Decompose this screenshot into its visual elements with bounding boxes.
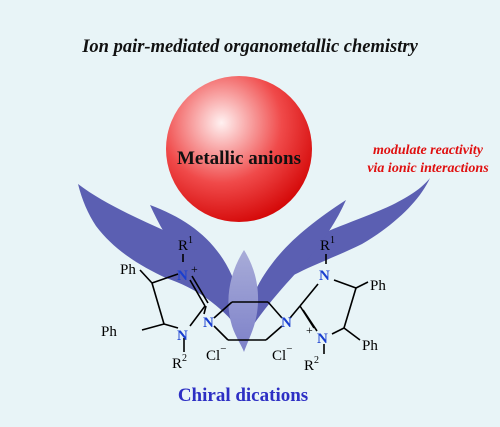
left-ph-top: Ph — [120, 262, 136, 278]
bond — [299, 283, 319, 307]
left-r-bottom: R2 — [172, 353, 187, 372]
right-r-bottom: R2 — [304, 355, 319, 374]
bond — [139, 269, 153, 284]
molecule-bonds — [139, 254, 369, 354]
left-n-bottom: N — [177, 328, 188, 344]
left-charge: + — [191, 262, 198, 276]
bond — [189, 305, 206, 327]
bond — [203, 305, 207, 315]
linker-n-right: N — [281, 315, 292, 331]
leaf-left-outer — [78, 184, 240, 330]
bond — [343, 327, 361, 341]
bond — [151, 273, 179, 284]
right-n-bottom: N — [317, 331, 328, 347]
figure-title: Ion pair-mediated organometallic chemist… — [81, 37, 418, 57]
metallic-anion-sphere — [166, 76, 312, 222]
leaf-center — [228, 250, 259, 352]
bond — [331, 327, 345, 335]
right-n-top: N — [319, 268, 330, 284]
left-counterion: Cl− — [206, 343, 226, 364]
bond — [265, 325, 283, 341]
bond — [213, 325, 229, 341]
bond — [333, 279, 357, 289]
right-counterion: Cl− — [272, 343, 292, 364]
bond — [289, 305, 301, 319]
right-charge: + — [306, 323, 313, 337]
right-ph-top: Ph — [370, 278, 386, 294]
left-imidazolinium: Ph Ph R1 N + N R2 Cl− N — [101, 235, 226, 372]
bond — [189, 279, 206, 307]
bond — [151, 282, 165, 325]
left-ph-bottom: Ph — [101, 324, 117, 340]
bond — [141, 323, 165, 331]
linker-n-left: N — [203, 315, 214, 331]
bond — [343, 287, 357, 329]
caption: Chiral dications — [178, 385, 308, 406]
bond — [213, 301, 233, 319]
sphere-label: Metallic anions — [177, 148, 301, 169]
bond — [267, 301, 283, 319]
leaf-left-inner — [150, 205, 244, 336]
bond — [355, 281, 369, 289]
right-ph-bottom: Ph — [362, 338, 378, 354]
leaf-right-outer — [244, 178, 430, 330]
left-n-top: N — [177, 268, 188, 284]
annotation-line-2: via ionic interactions — [367, 161, 489, 176]
annotation-line-1: modulate reactivity — [373, 143, 484, 158]
left-r-top: R1 — [178, 235, 193, 254]
leaf-right-inner — [246, 200, 346, 336]
bond — [163, 323, 179, 329]
right-r-top: R1 — [320, 235, 335, 254]
bond — [302, 309, 318, 332]
bond — [191, 275, 209, 304]
right-imidazolinium: N R1 N Ph + N Ph Cl− R2 — [272, 235, 386, 374]
leaf-group — [78, 178, 430, 352]
